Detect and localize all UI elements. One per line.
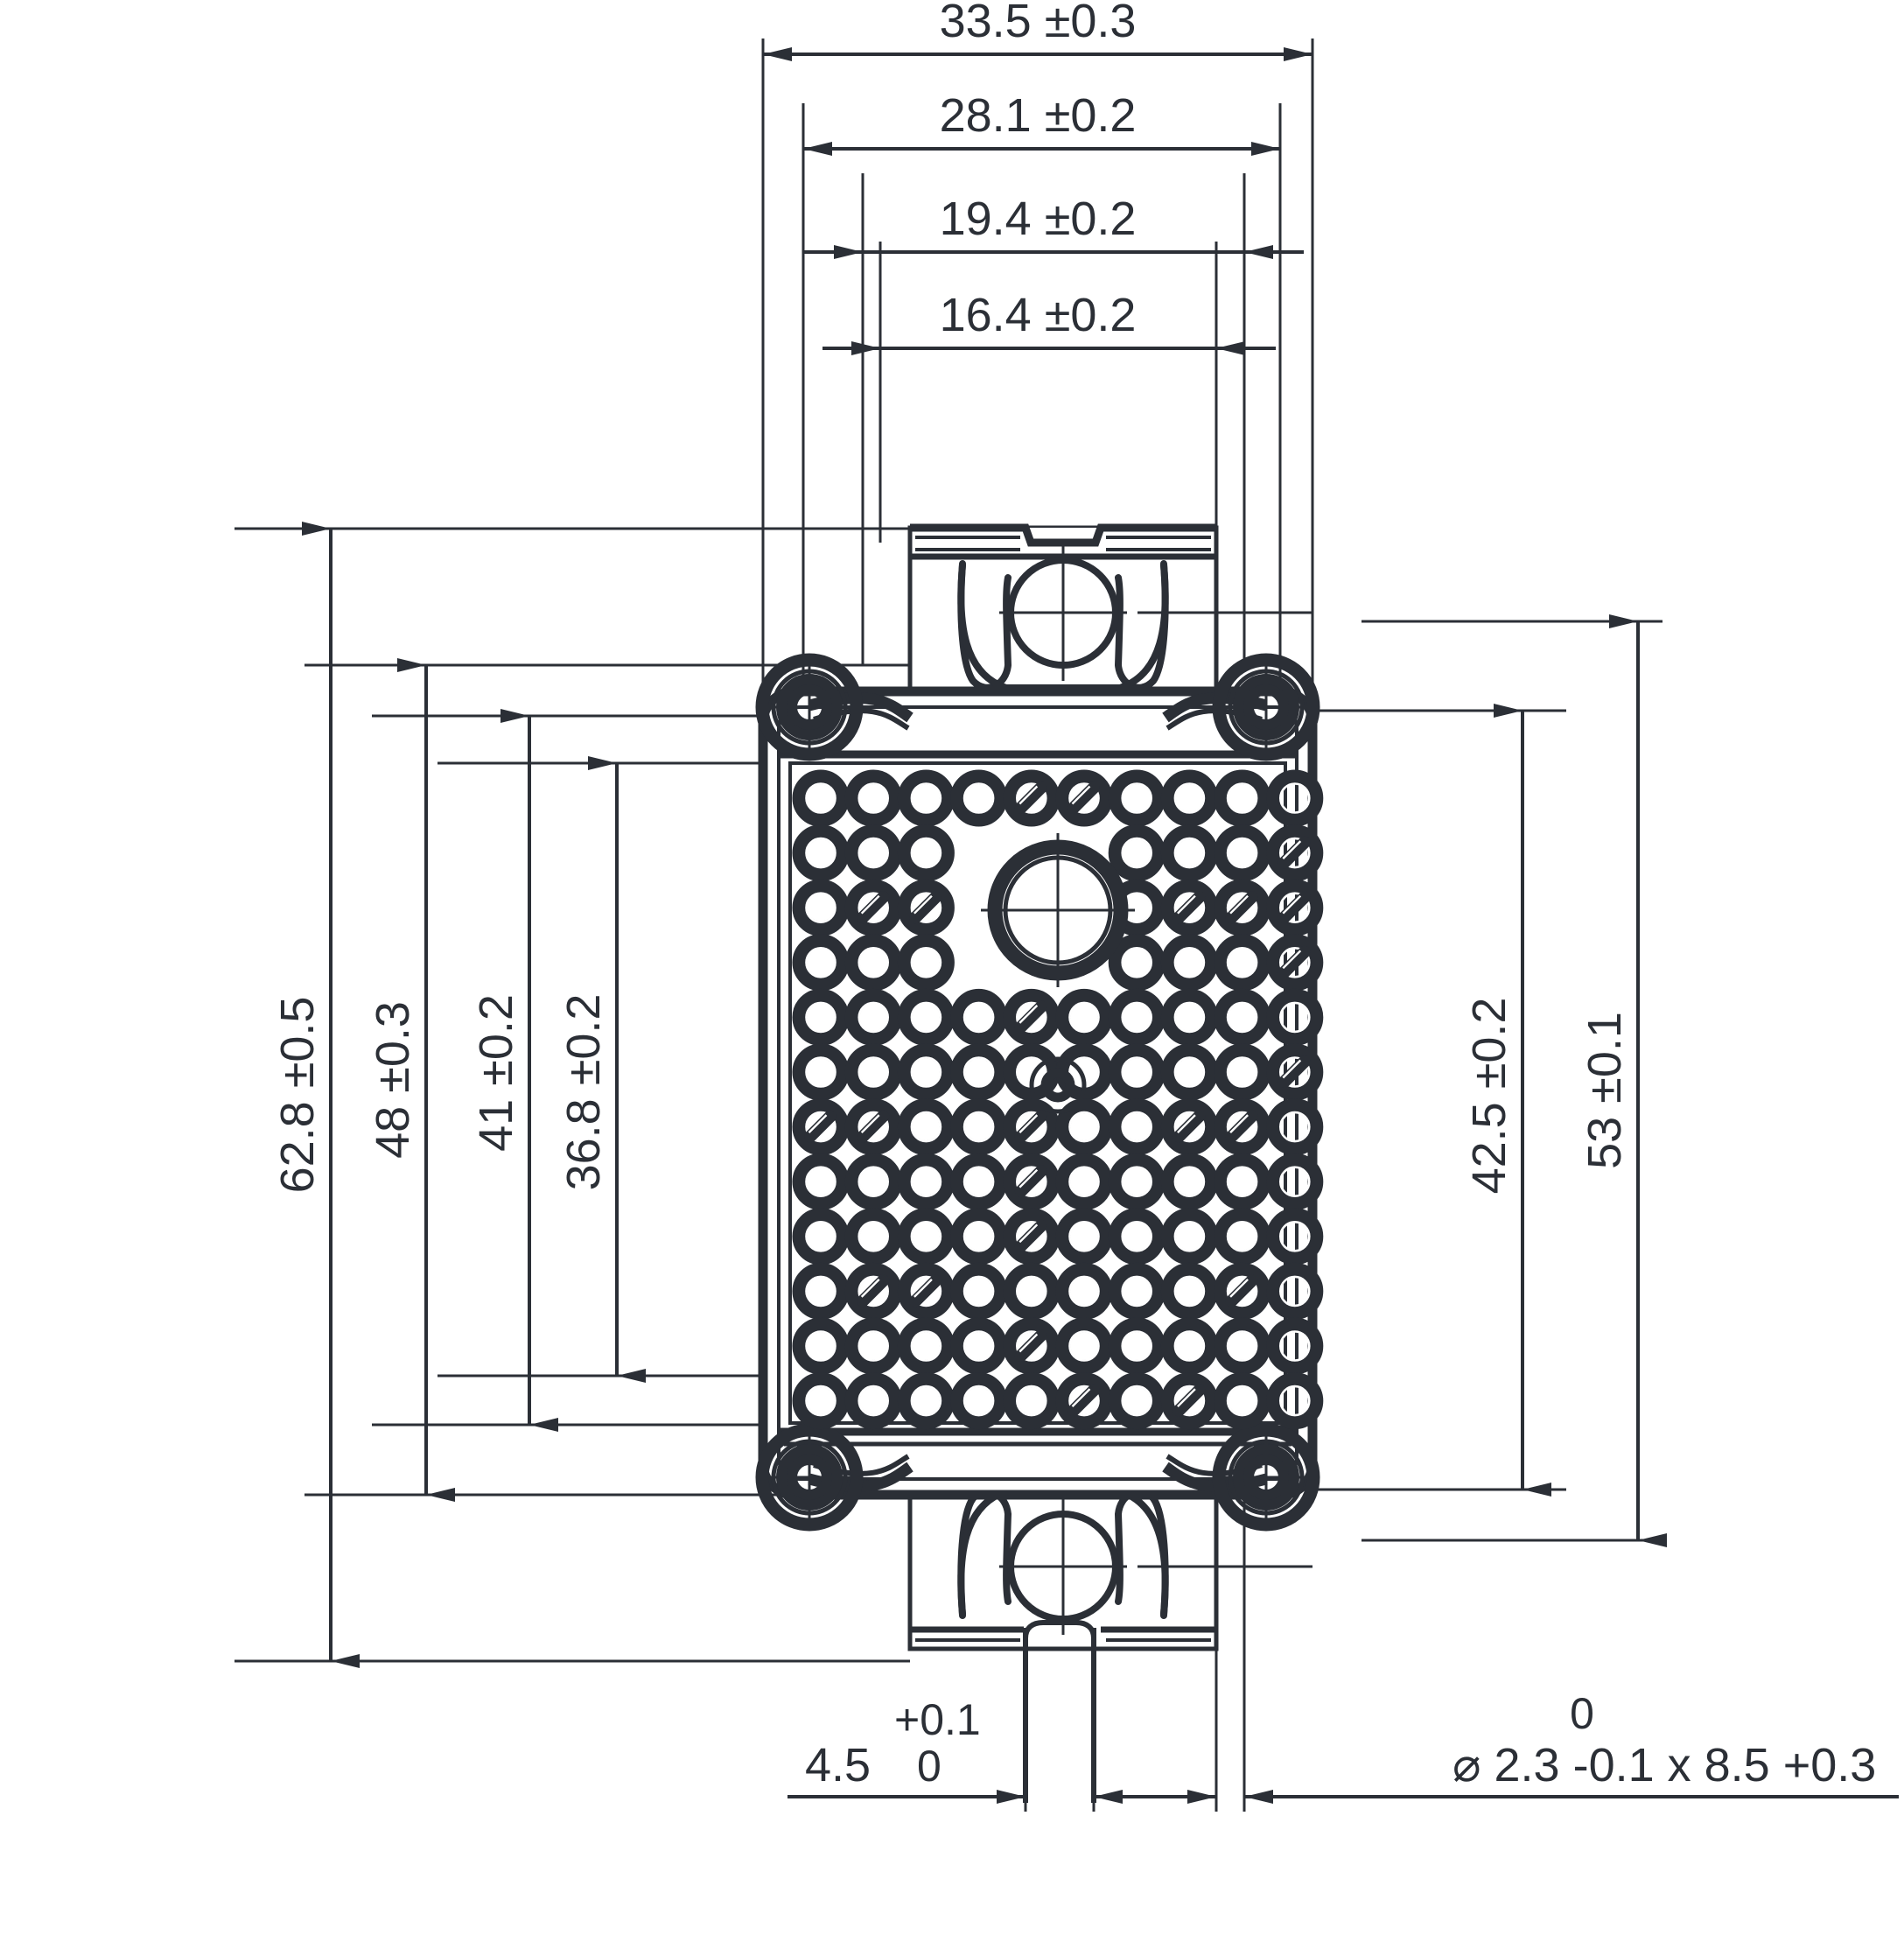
pin-contact (1011, 996, 1053, 1038)
dim-41: 41 ±0.2 (470, 709, 558, 1432)
pin-contact (1274, 887, 1316, 929)
dim-36-8-label: 36.8 ±0.2 (557, 994, 610, 1191)
pin-contact (1011, 777, 1053, 819)
dim-41-label: 41 ±0.2 (470, 994, 522, 1152)
part-geometry (755, 523, 1320, 1803)
pin-contact (1222, 887, 1264, 929)
pin-contact (1168, 887, 1210, 929)
pin-contact (1011, 1325, 1053, 1367)
dim-19-4: 19.4 ±0.2 (803, 193, 1304, 259)
pin-contact (800, 1106, 842, 1148)
dim-48: 48 ±0.3 (367, 658, 455, 1502)
dim-16-4-label: 16.4 ±0.2 (940, 289, 1137, 341)
note-4-5: 4.5 +0.1 0 (788, 1695, 1155, 1804)
dim-33-5: 33.5 ±0.3 (763, 0, 1312, 61)
dim-62-8-label: 62.8 ±0.5 (271, 997, 324, 1194)
note-4-5-tol-upper: +0.1 (894, 1695, 981, 1744)
pin-contact (1011, 1160, 1053, 1202)
dim-62-8: 62.8 ±0.5 (271, 522, 360, 1668)
small-center-pin (1029, 1056, 1087, 1114)
pin-contact (852, 1106, 894, 1148)
note-dia-2-3: 0 ⌀ 2.3 -0.1 x 8.5 +0.3 (1155, 1689, 1899, 1804)
pin-contact (1063, 1380, 1105, 1422)
pin-contact (1011, 1106, 1053, 1148)
dim-16-4: 16.4 ±0.2 (822, 289, 1276, 355)
dim-33-5-label: 33.5 ±0.3 (940, 0, 1137, 47)
dim-53-label: 53 ±0.1 (1578, 1012, 1631, 1169)
dim-36-8: 36.8 ±0.2 (557, 756, 646, 1383)
dim-28-1-label: 28.1 ±0.2 (940, 89, 1137, 142)
note-dia-text: ⌀ 2.3 -0.1 x 8.5 +0.3 (1452, 1739, 1876, 1791)
pin-contact (1168, 1380, 1210, 1422)
pin-contact (905, 1270, 947, 1312)
note-dia-tol-upper: 0 (1570, 1689, 1594, 1738)
dim-42-5: 42.5 ±0.2 (1463, 704, 1551, 1497)
pin-contact (1274, 832, 1316, 874)
pin-contact (1222, 1270, 1264, 1312)
note-4-5-tol-lower: 0 (917, 1742, 942, 1791)
dim-19-4-label: 19.4 ±0.2 (940, 193, 1137, 245)
pin-contact (852, 1270, 894, 1312)
pin-contact (852, 887, 894, 929)
pin-contact (1274, 942, 1316, 984)
corner-mount-holes (755, 653, 1320, 1532)
dim-42-5-label: 42.5 ±0.2 (1463, 998, 1516, 1195)
center-boss-hole (981, 833, 1135, 987)
pin-contact (1274, 1051, 1316, 1093)
pin-contact (1222, 1106, 1264, 1148)
dim-48-label: 48 ±0.3 (367, 1001, 419, 1159)
pin-contact (1011, 1216, 1053, 1258)
pin-contact (1063, 777, 1105, 819)
dim-28-1: 28.1 ±0.2 (803, 89, 1280, 156)
dim-53: 53 ±0.1 (1578, 614, 1667, 1547)
bottom-mount-bracket (907, 1475, 1312, 1803)
pin-contact (1168, 1106, 1210, 1148)
pin-contact (905, 887, 947, 929)
note-4-5-value: 4.5 (805, 1739, 871, 1791)
